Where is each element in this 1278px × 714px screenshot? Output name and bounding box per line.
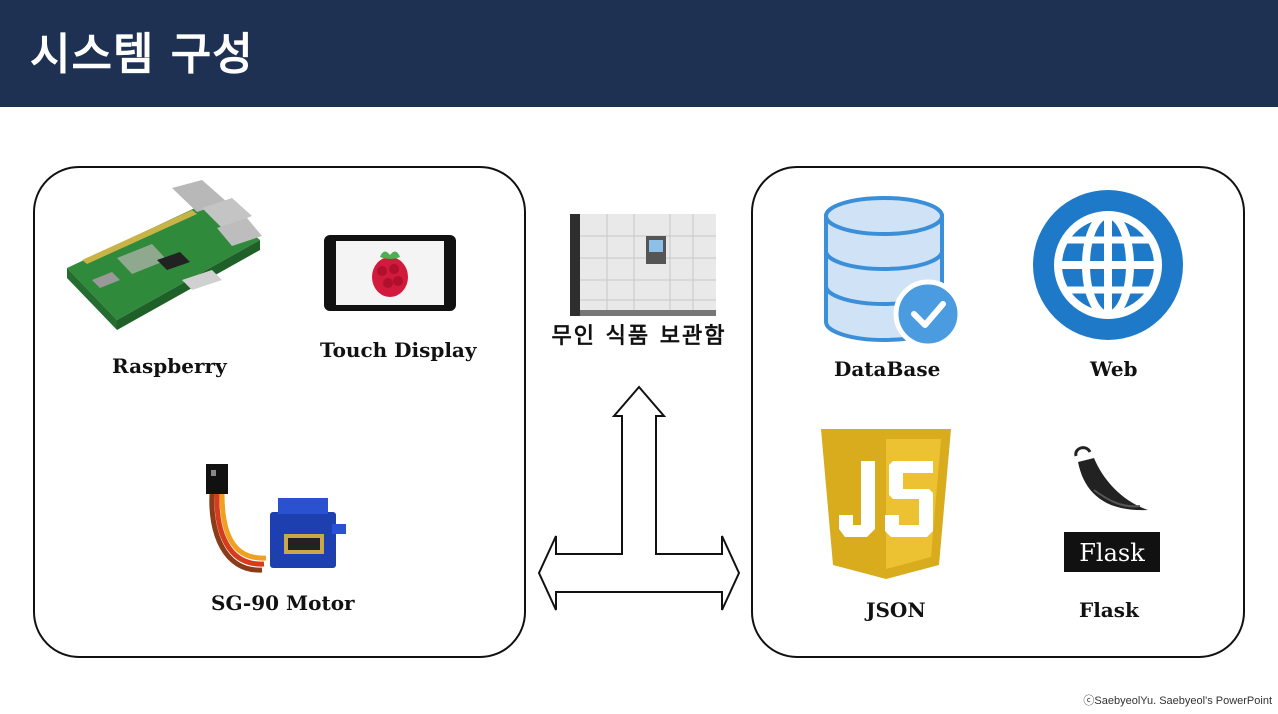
- database-icon: [824, 196, 963, 346]
- raspberry-pi-board-icon: [67, 180, 262, 330]
- touch-display-label: Touch Display: [320, 338, 477, 362]
- javascript-icon: [821, 429, 951, 579]
- locker-icon: [570, 214, 716, 316]
- globe-icon: [1033, 190, 1183, 340]
- json-label: JSON: [866, 598, 926, 622]
- page-title: 시스템 구성: [30, 29, 254, 80]
- copyright-text: ⓒSaebyeolYu. Saebyeol's PowerPoint: [1083, 695, 1272, 707]
- touch-display-icon: [324, 235, 456, 311]
- connection-arrows: [537, 385, 741, 611]
- web-label: Web: [1090, 357, 1138, 381]
- flask-logo-icon: Flask: [1064, 432, 1160, 572]
- raspberry-label: Raspberry: [112, 354, 227, 378]
- flask-logo-text: Flask: [1079, 539, 1145, 567]
- servo-motor-icon: [206, 464, 346, 573]
- database-label: DataBase: [834, 357, 941, 381]
- motor-label: SG-90 Motor: [211, 591, 355, 615]
- flask-label: Flask: [1079, 598, 1139, 622]
- locker-label: 무인 식품 보관함: [551, 324, 727, 349]
- header-bar: 시스템 구성: [0, 0, 1278, 107]
